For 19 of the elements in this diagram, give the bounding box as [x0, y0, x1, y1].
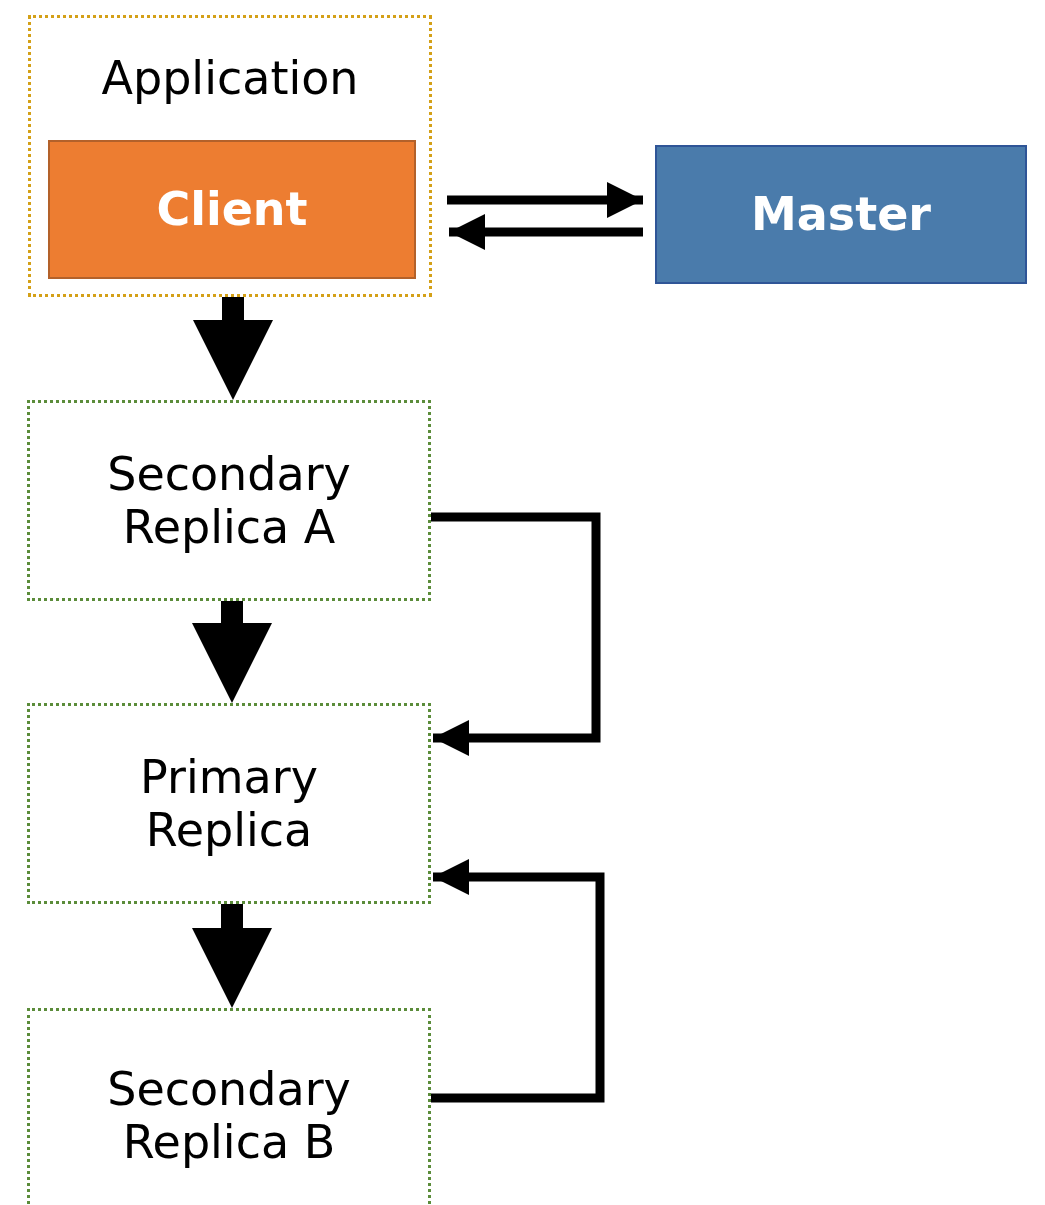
- node-label: Client: [156, 183, 308, 236]
- block-arrow: [193, 297, 273, 400]
- arrow: [447, 182, 643, 218]
- node-label: Secondary Replica A: [106, 447, 352, 554]
- replica-box: [27, 400, 431, 601]
- master-box: [655, 145, 1027, 284]
- replica-box: [27, 703, 431, 904]
- block-arrow: [192, 601, 272, 703]
- elbow-arrow: [431, 859, 605, 1103]
- block-arrow: [192, 904, 272, 1008]
- node-label: Master: [750, 188, 932, 241]
- application-box: [28, 15, 432, 297]
- group-title: Application: [101, 52, 359, 105]
- node-label: Secondary Replica B: [106, 1062, 352, 1169]
- client-box: [48, 140, 416, 279]
- elbow-arrow: [431, 512, 601, 756]
- node-label: Primary Replica: [139, 750, 319, 857]
- arrow: [449, 214, 643, 250]
- replica-box: [27, 1008, 431, 1205]
